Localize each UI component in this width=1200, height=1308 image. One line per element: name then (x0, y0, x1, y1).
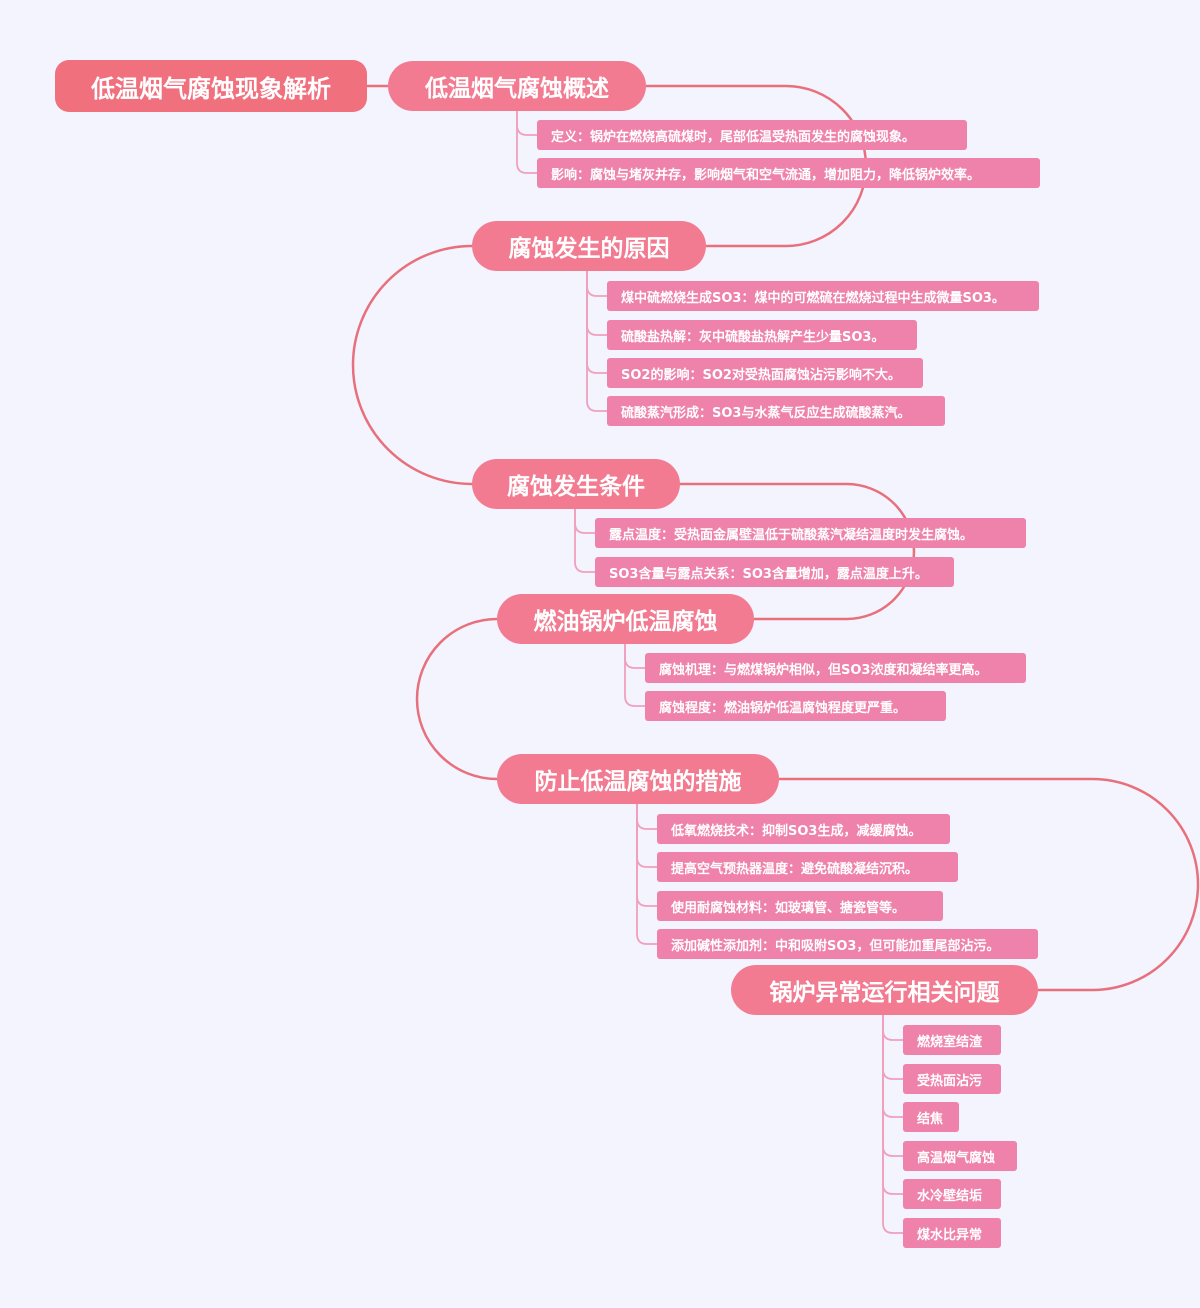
leaf-5-1[interactable]: 低氧燃烧技术：抑制SO3生成，减缓腐蚀。 (657, 814, 950, 844)
leaf-connector-3-2 (574, 509, 595, 573)
leaf-6-1[interactable]: 燃烧室结渣 (903, 1025, 1001, 1055)
branch-topic-1[interactable]: 低温烟气腐蚀概述 (388, 61, 646, 111)
branch-topic-5[interactable]: 防止低温腐蚀的措施 (497, 754, 779, 804)
branch-topic-2[interactable]: 腐蚀发生的原因 (472, 221, 706, 271)
branch-connector-4 (415, 617, 498, 781)
leaf-connector-6-2 (882, 1015, 903, 1080)
leaf-connector-2-4 (586, 271, 607, 412)
leaf-3-2[interactable]: SO3含量与露点关系：SO3含量增加，露点温度上升。 (595, 557, 954, 587)
leaf-connector-1-1 (516, 111, 537, 136)
leaf-connector-2-1 (586, 271, 607, 297)
leaf-connector-6-1 (882, 1015, 903, 1041)
leaf-6-4[interactable]: 高温烟气腐蚀 (903, 1141, 1017, 1171)
leaf-connector-5-2 (636, 804, 657, 868)
leaf-2-3[interactable]: SO2的影响：SO2对受热面腐蚀沾污影响不大。 (607, 358, 923, 388)
leaf-connector-6-6 (882, 1015, 903, 1234)
leaf-2-2[interactable]: 硫酸盐热解：灰中硫酸盐热解产生少量SO3。 (607, 320, 917, 350)
leaf-connector-4-1 (624, 644, 645, 669)
branch-topic-6[interactable]: 锅炉异常运行相关问题 (731, 965, 1038, 1015)
leaf-1-2[interactable]: 影响：腐蚀与堵灰并存，影响烟气和空气流通，增加阻力，降低锅炉效率。 (537, 158, 1040, 188)
leaf-connector-4-2 (624, 644, 645, 707)
leaf-connector-1-2 (516, 111, 537, 174)
leaf-1-1[interactable]: 定义：锅炉在燃烧高硫煤时，尾部低温受热面发生的腐蚀现象。 (537, 120, 967, 150)
branch-topic-3[interactable]: 腐蚀发生条件 (472, 459, 680, 509)
leaf-5-2[interactable]: 提高空气预热器温度：避免硫酸凝结沉积。 (657, 852, 958, 882)
leaf-6-2[interactable]: 受热面沾污 (903, 1064, 1001, 1094)
leaf-connector-5-3 (636, 804, 657, 907)
branch-connector-3 (680, 482, 916, 621)
branch-connector-5 (779, 777, 1200, 992)
leaf-connector-5-4 (636, 804, 657, 945)
leaf-connector-2-2 (586, 271, 607, 336)
leaf-6-6[interactable]: 煤水比异常 (903, 1218, 1001, 1248)
leaf-6-5[interactable]: 水冷壁结垢 (903, 1179, 1001, 1209)
leaf-connector-2-3 (586, 271, 607, 374)
leaf-2-1[interactable]: 煤中硫燃烧生成SO3：煤中的可燃硫在燃烧过程中生成微量SO3。 (607, 281, 1039, 311)
leaf-connector-6-3 (882, 1015, 903, 1118)
branch-connector-2 (351, 244, 473, 486)
leaf-4-2[interactable]: 腐蚀程度：燃油锅炉低温腐蚀程度更严重。 (645, 691, 946, 721)
leaf-2-4[interactable]: 硫酸蒸汽形成：SO3与水蒸气反应生成硫酸蒸汽。 (607, 396, 945, 426)
leaf-5-3[interactable]: 使用耐腐蚀材料：如玻璃管、搪瓷管等。 (657, 891, 943, 921)
leaf-connector-5-1 (636, 804, 657, 830)
leaf-4-1[interactable]: 腐蚀机理：与燃煤锅炉相似，但SO3浓度和凝结率更高。 (645, 653, 1026, 683)
leaf-6-3[interactable]: 结焦 (903, 1102, 959, 1132)
leaf-connector-3-1 (574, 509, 595, 534)
leaf-connector-6-4 (882, 1015, 903, 1157)
root-topic[interactable]: 低温烟气腐蚀现象解析 (55, 60, 367, 112)
leaf-3-1[interactable]: 露点温度：受热面金属壁温低于硫酸蒸汽凝结温度时发生腐蚀。 (595, 518, 1026, 548)
branch-topic-4[interactable]: 燃油锅炉低温腐蚀 (497, 594, 754, 644)
leaf-5-4[interactable]: 添加碱性添加剂：中和吸附SO3，但可能加重尾部沾污。 (657, 929, 1038, 959)
leaf-connector-6-5 (882, 1015, 903, 1195)
